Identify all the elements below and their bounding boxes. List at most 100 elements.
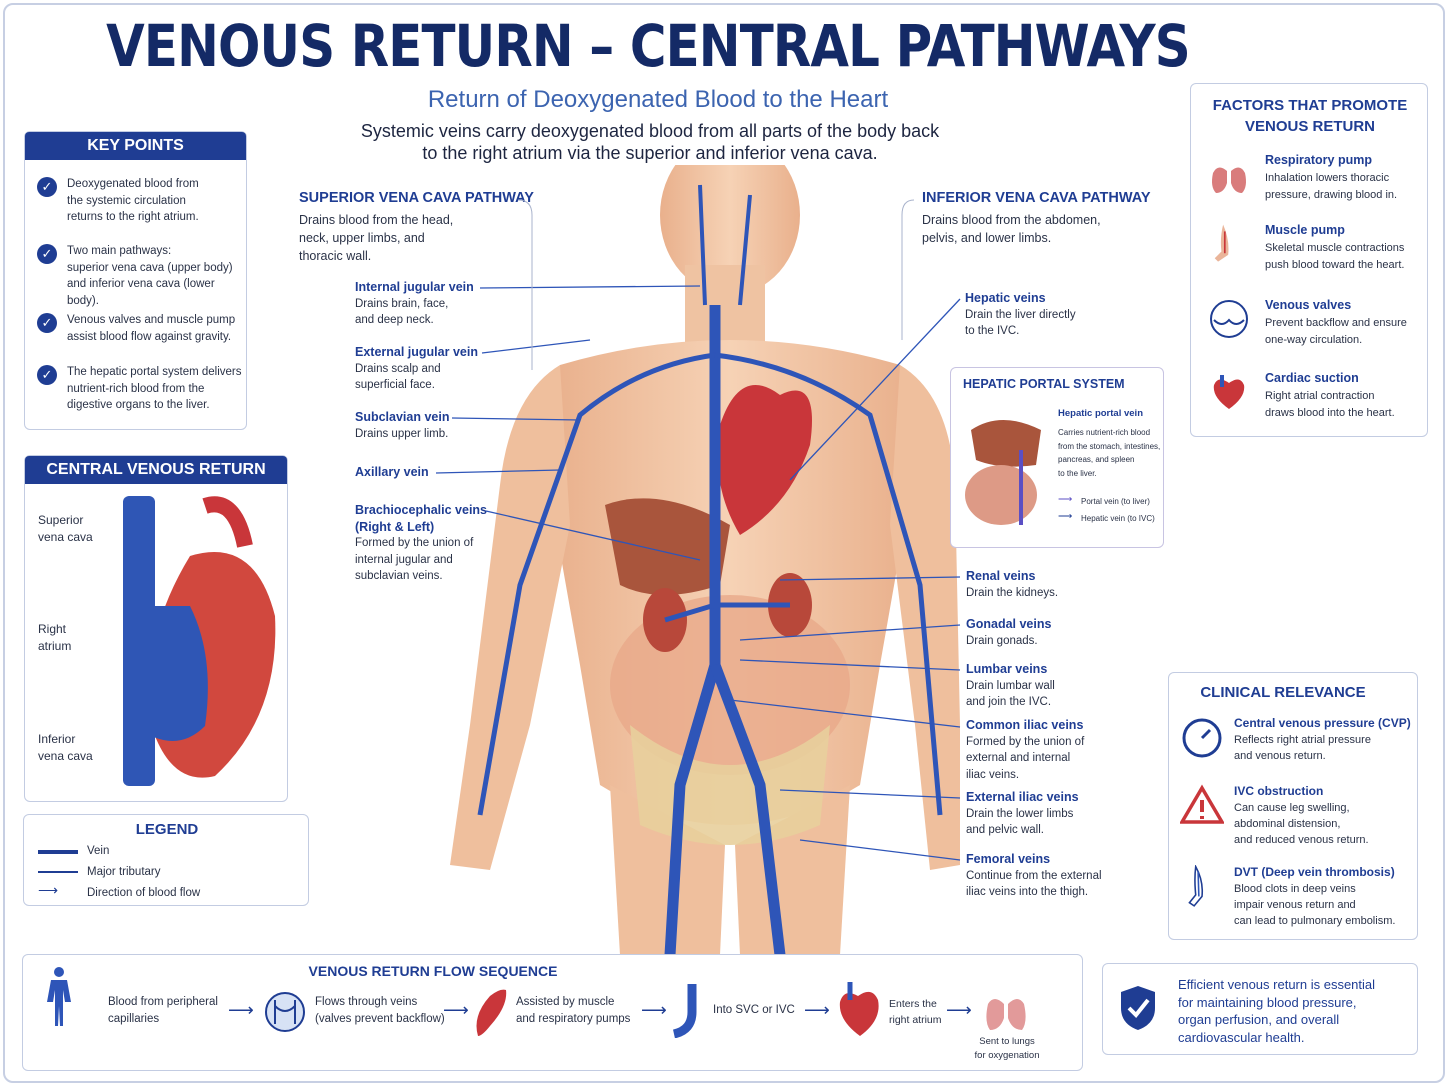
warning-icon: [1180, 784, 1224, 824]
vein-desc: iliac veins.: [966, 768, 1020, 781]
valve-icon: [1210, 300, 1248, 338]
key-point-line: and inferior vena cava (lower body).: [67, 278, 215, 307]
vein-desc: Formed by the union of: [966, 735, 1085, 748]
vein-desc: Drain the liver directly: [965, 308, 1076, 321]
vein-desc: Drain the kidneys.: [966, 586, 1059, 599]
vein-desc: and pelvic wall.: [966, 824, 1044, 836]
page-subtitle: Return of Deoxygenated Blood to the Hear…: [427, 86, 889, 113]
lungs-icon: [1212, 157, 1246, 193]
vein-desc: to the IVC.: [965, 325, 1020, 337]
body-illustration: [450, 165, 960, 955]
right-arm-vein-line: [477, 352, 716, 816]
svc-vein-label: Brachiocephalic veins(Right & Left)Forme…: [355, 502, 487, 585]
liver-shape: [605, 498, 730, 595]
vein-desc: and deep neck.: [355, 314, 434, 326]
flow-step-line: capillaries: [108, 1012, 160, 1025]
clinical-desc-line: and venous return.: [1234, 750, 1326, 762]
vein-valve-icon: [265, 992, 305, 1032]
heart-cross-section: [123, 496, 276, 786]
svc-pathway-desc: Drains blood from the head,neck, upper l…: [299, 211, 453, 265]
summary-line: Efficient venous return is essential: [1178, 977, 1376, 992]
factor-title: Muscle pump: [1265, 223, 1345, 237]
vein-desc: Drains upper limb.: [355, 427, 449, 440]
clinical-item-title: DVT (Deep vein thrombosis): [1234, 865, 1395, 879]
flow-step-line: Enters the: [889, 998, 937, 1010]
renal-vein-line: [664, 602, 790, 623]
key-point-item: ✓ Two main pathways:superior vena cava (…: [37, 243, 247, 309]
vein-name: (Right & Left): [355, 519, 435, 534]
svc-desc-line: neck, upper limbs, and: [299, 231, 425, 245]
flow-step: Into SVC or IVC: [713, 1002, 795, 1019]
hepatic-portal-title: HEPATIC PORTAL SYSTEM: [963, 377, 1125, 391]
vein-swatch: [38, 850, 78, 854]
key-point-line: the systemic circulation: [67, 194, 186, 207]
leader-line: [739, 659, 961, 671]
svc-desc-line: thoracic wall.: [299, 249, 372, 263]
portal-desc-line: from the stomach, intestines,: [1058, 441, 1161, 451]
factor-desc-line: Prevent backflow and ensure: [1265, 317, 1407, 329]
ivc-label-line: Inferior: [38, 732, 76, 746]
vein-desc: external and internal: [966, 752, 1071, 764]
flow-arrow-icon: ⟶: [641, 1000, 667, 1020]
heart-flow-icon: [839, 982, 879, 1036]
page-title: VENOUS RETURN – CENTRAL PATHWAYS: [106, 12, 1191, 80]
bracket-line: [901, 199, 915, 340]
right-leg-shape: [610, 785, 725, 955]
legend-item: Major tributary: [87, 866, 161, 878]
factor-desc-line: Right atrial contraction: [1265, 390, 1375, 402]
hepatic-portal-vein-title: Hepatic portal vein: [1058, 408, 1143, 419]
clinical-desc-line: Reflects right atrial pressure: [1234, 734, 1371, 746]
liver-mini-shape: [971, 420, 1041, 467]
hepatic-portal-box: HEPATIC PORTAL SYSTEM Hepatic portal vei…: [950, 367, 1164, 548]
hepatic-legend-label: Hepatic vein (to IVC): [1081, 514, 1155, 523]
flow-step-line: Into SVC or IVC: [713, 1004, 795, 1016]
legend-item: Vein: [87, 845, 110, 857]
clinical-desc-line: Can cause leg swelling,: [1234, 802, 1350, 814]
vein-name: Common iliac veins: [966, 718, 1084, 732]
flow-step-line: Sent to lungs: [979, 1036, 1035, 1047]
leader-line: [729, 699, 961, 728]
hepatic-portal-desc: Carries nutrient-rich blood from the stom…: [1058, 426, 1163, 480]
leader-line: [799, 839, 961, 861]
flow-step-line: for oxygenation: [974, 1049, 1040, 1061]
clinical-item-desc: Reflects right atrial pressure and venous…: [1234, 732, 1414, 764]
legend-title: LEGEND: [135, 821, 199, 838]
vein-desc: superficial face.: [355, 379, 435, 391]
vena-cava-shape: [123, 496, 155, 786]
flow-arrow-icon: ⟶: [946, 1000, 972, 1020]
summary-line: organ perfusion, and overall: [1178, 1012, 1340, 1027]
factor-desc-line: Inhalation lowers thoracic: [1265, 172, 1390, 184]
flow-step: Blood from peripheral capillaries: [108, 994, 218, 1027]
flow-step: Flows through veins(valves prevent backf…: [315, 994, 445, 1027]
portal-desc-line: Carries nutrient-rich blood: [1058, 428, 1151, 437]
clinical-box: CLINICAL RELEVANCE: [1168, 672, 1418, 940]
factor-title: Respiratory pump: [1265, 153, 1372, 167]
leg-vein-icon: [1188, 865, 1204, 907]
jugular-vein-lines: [698, 184, 752, 306]
left-arm-vein-line: [714, 352, 943, 816]
leader-line: [779, 789, 961, 799]
key-point-line: digestive organs to the liver.: [67, 399, 210, 411]
factor-desc-line: one-way circulation.: [1265, 333, 1363, 346]
flow-step-line: Blood from peripheral: [108, 996, 218, 1008]
heart-shape: [717, 385, 812, 535]
flow-arrow-icon: ⟶: [804, 1000, 830, 1020]
svc-label-line: Superior: [38, 513, 84, 527]
key-point-line: Two main pathways:: [67, 245, 172, 257]
gauge-icon: [1182, 718, 1222, 758]
left-leg-shape: [735, 785, 850, 955]
key-point-line: Venous valves and muscle pump: [67, 314, 236, 326]
vein-name: Internal jugular vein: [355, 280, 474, 294]
vein-desc: Drains scalp and: [355, 362, 441, 375]
intro-line-1: Systemic veins carry deoxygenated blood …: [360, 121, 940, 141]
neck-shape: [685, 265, 765, 345]
